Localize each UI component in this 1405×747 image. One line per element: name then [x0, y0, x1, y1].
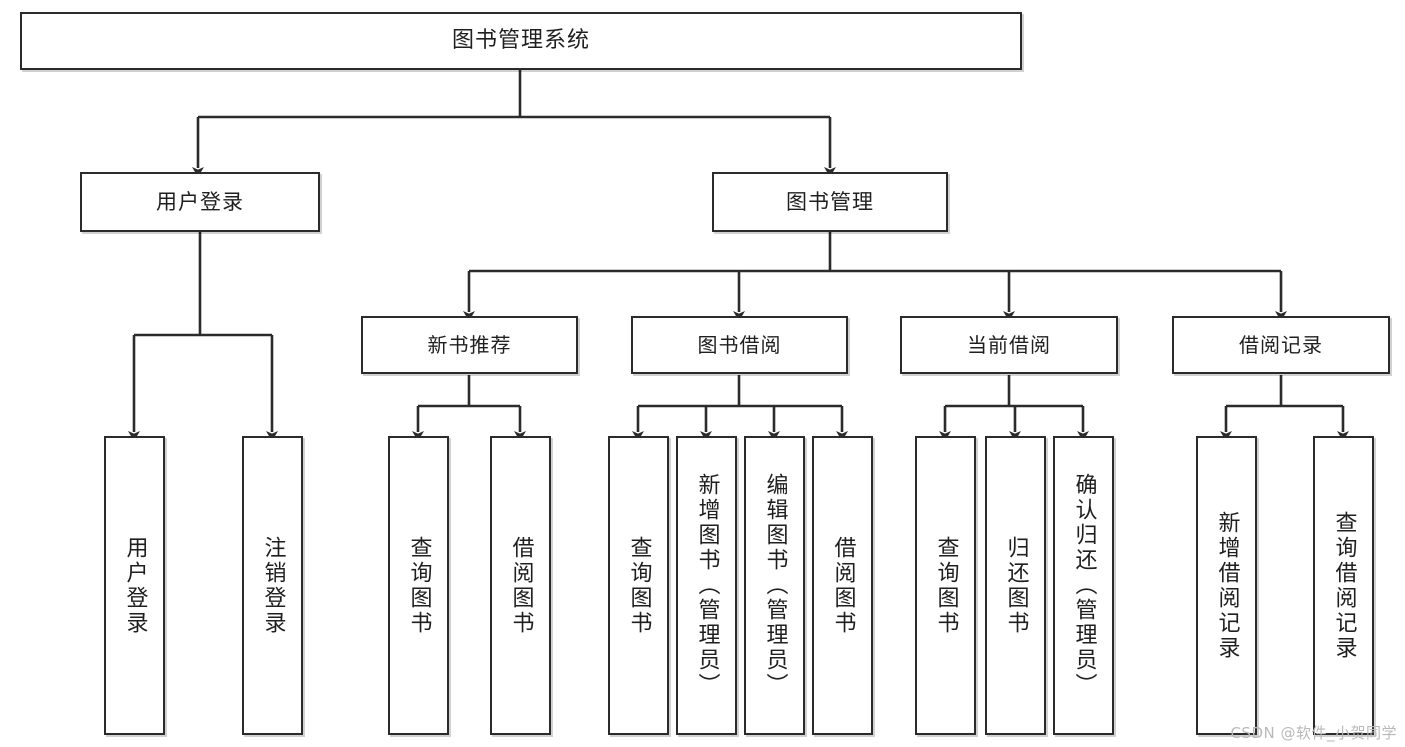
node-book-borrow-label: 图书借阅	[697, 332, 782, 357]
node-new-book-recommend[interactable]: 新书推荐	[361, 316, 578, 374]
node-current-borrow[interactable]: 当前借阅	[900, 316, 1118, 374]
leaf-query-record-label: 查询借阅记录	[1331, 510, 1357, 661]
leaf-confirm-return[interactable]: 确认归还（管理员）	[1053, 436, 1114, 735]
leaf-edit-book[interactable]: 编辑图书（管理员）	[744, 436, 805, 735]
leaf-user-logout[interactable]: 注销登录	[242, 436, 303, 735]
leaf-borrow-book-1[interactable]: 借阅图书	[490, 436, 551, 735]
leaf-add-book[interactable]: 新增图书（管理员）	[676, 436, 737, 735]
node-user-login-label: 用户登录	[156, 189, 244, 214]
node-root[interactable]: 图书管理系统	[20, 12, 1022, 70]
leaf-query-book-1[interactable]: 查询图书	[388, 436, 449, 735]
node-new-book-recommend-label: 新书推荐	[427, 332, 512, 357]
leaf-edit-book-label: 编辑图书（管理员）	[762, 473, 788, 698]
leaf-confirm-return-label: 确认归还（管理员）	[1071, 473, 1097, 698]
leaf-borrow-book-2[interactable]: 借阅图书	[812, 436, 873, 735]
leaf-user-login[interactable]: 用户登录	[104, 436, 165, 735]
leaf-user-logout-label: 注销登录	[260, 535, 286, 636]
node-borrow-record-label: 借阅记录	[1239, 332, 1323, 357]
node-book-borrow[interactable]: 图书借阅	[631, 316, 848, 374]
leaf-return-book[interactable]: 归还图书	[985, 436, 1046, 735]
leaf-query-record[interactable]: 查询借阅记录	[1313, 436, 1374, 735]
node-book-manage-label: 图书管理	[786, 189, 874, 214]
leaf-add-book-label: 新增图书（管理员）	[694, 473, 720, 698]
leaf-query-book-3[interactable]: 查询图书	[915, 436, 976, 735]
leaf-borrow-book-2-label: 借阅图书	[830, 535, 856, 636]
leaf-query-book-2-label: 查询图书	[626, 535, 652, 636]
leaf-add-record-label: 新增借阅记录	[1214, 510, 1240, 661]
csdn-watermark: CSDN @软件_小贺同学	[1230, 724, 1397, 742]
leaf-return-book-label: 归还图书	[1003, 535, 1029, 636]
leaf-add-record[interactable]: 新增借阅记录	[1196, 436, 1257, 735]
node-book-manage[interactable]: 图书管理	[712, 172, 948, 232]
leaf-query-book-2[interactable]: 查询图书	[608, 436, 669, 735]
leaf-query-book-1-label: 查询图书	[406, 535, 432, 636]
leaf-borrow-book-1-label: 借阅图书	[508, 535, 534, 636]
leaf-user-login-label: 用户登录	[122, 535, 148, 636]
leaf-query-book-3-label: 查询图书	[933, 535, 959, 636]
node-root-label: 图书管理系统	[451, 28, 590, 54]
node-user-login[interactable]: 用户登录	[80, 172, 320, 232]
node-borrow-record[interactable]: 借阅记录	[1172, 316, 1390, 374]
node-current-borrow-label: 当前借阅	[967, 332, 1051, 357]
